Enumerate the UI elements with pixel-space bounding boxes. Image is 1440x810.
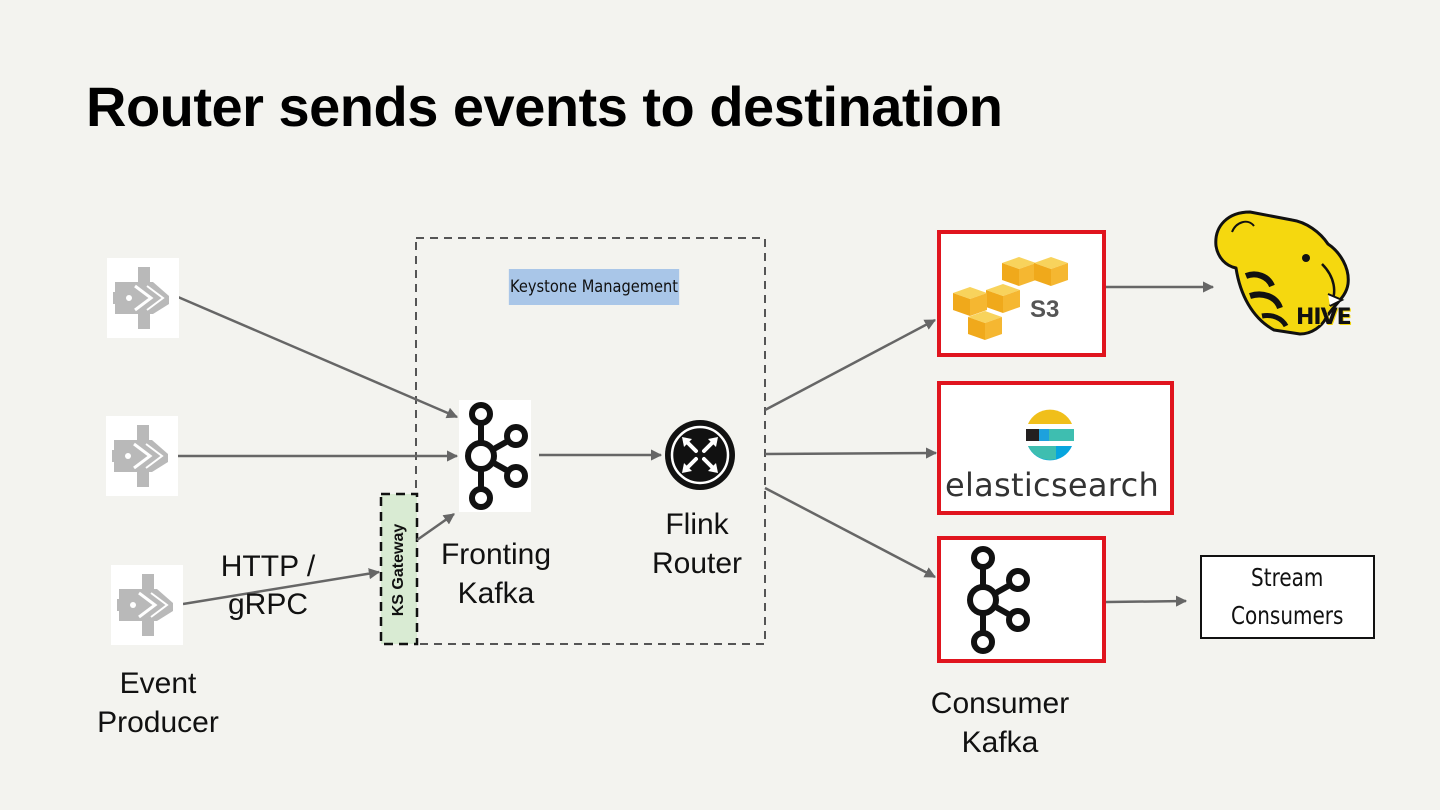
- elasticsearch-icon: [1026, 409, 1074, 461]
- router-icon: [665, 420, 735, 490]
- aws-s3-icon: [948, 254, 1071, 344]
- microservice-icon: [105, 256, 181, 340]
- flink-router-label: Flink Router: [651, 508, 743, 580]
- keystone-management-label: Keystone Management: [508, 269, 680, 305]
- arrow-router-to-consumer-kafka: [764, 486, 936, 579]
- arrow-producer1-to-kafka: [177, 295, 459, 419]
- kafka-icon: [459, 400, 531, 512]
- slide-title: Router sends events to destination: [86, 75, 1003, 138]
- elasticsearch-label: elasticsearch: [944, 466, 1160, 504]
- keystone-management-boundary: [415, 237, 766, 645]
- microservice-icon: [104, 414, 180, 498]
- hive-elephant-icon: [1214, 210, 1350, 336]
- arrow-gateway-to-kafka: [416, 512, 455, 542]
- ks-gateway-box: [379, 492, 419, 646]
- microservice-icon: [109, 563, 185, 647]
- event-producer-label: Event Producer: [97, 667, 219, 739]
- arrow-producer3-to-gateway: [182, 568, 381, 606]
- stream-consumers-box: Stream Consumers: [1200, 555, 1375, 639]
- s3-label: S3: [1030, 296, 1060, 323]
- stream-consumers-line1: Stream: [1251, 563, 1324, 592]
- hive-label: HIVE: [1296, 305, 1352, 330]
- consumer-kafka-label: Consumer Kafka: [930, 687, 1070, 759]
- arrow-router-to-s3: [764, 318, 936, 412]
- ks-gateway-label: KS Gateway: [390, 523, 407, 617]
- arrow-router-to-elasticsearch: [764, 447, 938, 459]
- stream-consumers-line2: Consumers: [1231, 601, 1344, 630]
- consumer-kafka-highlight-box: [937, 536, 1106, 663]
- http-grpc-label: HTTP / gRPC: [220, 550, 316, 621]
- fronting-kafka-label: Fronting Kafka: [440, 538, 552, 610]
